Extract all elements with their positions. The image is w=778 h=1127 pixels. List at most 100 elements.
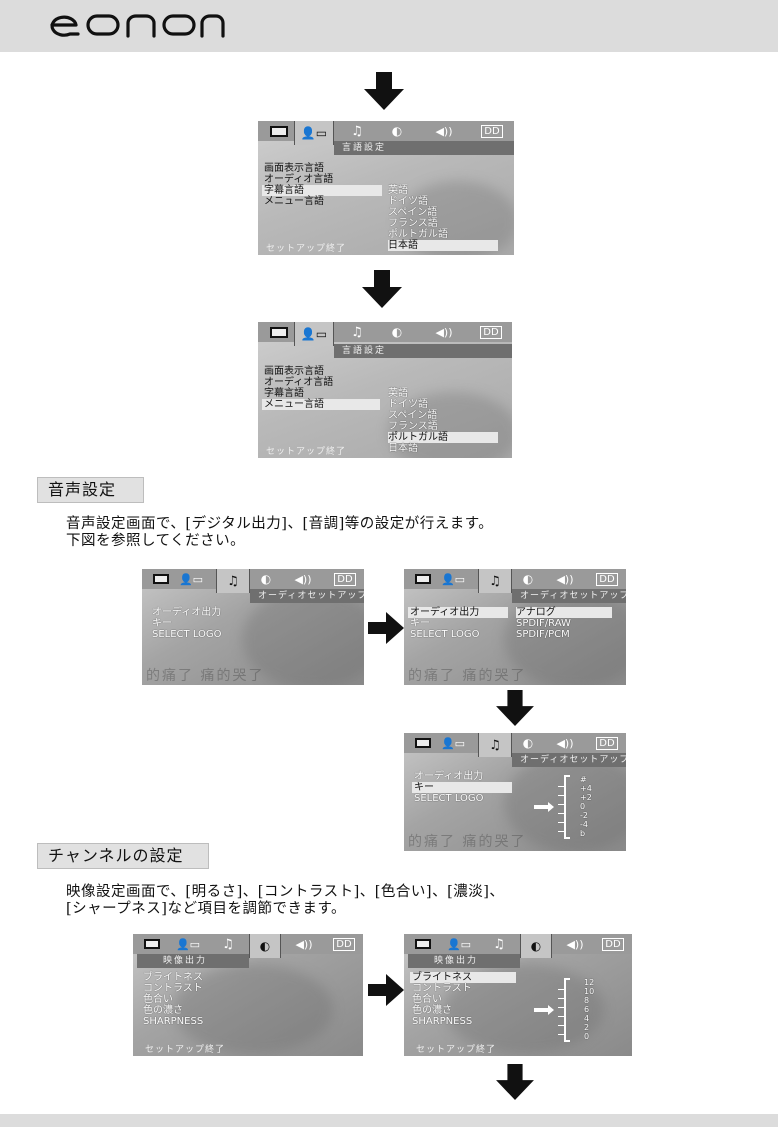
section-heading-audio: 音声設定	[37, 477, 144, 503]
music-icon: ♫	[351, 324, 363, 340]
music-icon: ♫	[478, 733, 512, 757]
scale-label: -2	[580, 811, 588, 820]
disc-icon: ◐	[391, 124, 403, 138]
menu-item-menu-language[interactable]: メニュー言語	[262, 399, 380, 410]
menu-item-key[interactable]: キー	[152, 618, 172, 629]
menu-item-audio-language[interactable]: オーディオ言語	[264, 377, 334, 388]
people-icon: 👤▭	[294, 322, 334, 346]
option-japanese[interactable]: 日本語	[388, 240, 498, 251]
option-portuguese[interactable]: ポルトガル語	[388, 432, 498, 443]
screen-title: オーディオセットアップ	[250, 589, 364, 603]
video-description-line1: 映像設定画面で、[明るさ]、[コントラスト]、[色合い]、[濃淡]、	[66, 884, 505, 900]
setup-exit[interactable]: セットアップ終了	[266, 447, 347, 457]
option-french[interactable]: フランス語	[388, 421, 438, 432]
menu-item-audio-output[interactable]: オーディオ出力	[408, 607, 508, 618]
option-analog[interactable]: アナログ	[516, 607, 612, 618]
people-icon: 👤▭	[175, 937, 201, 951]
screen-title: 言語設定	[334, 344, 512, 358]
menu-item-subtitle-language[interactable]: 字幕言語	[264, 388, 304, 399]
menu-item-sharpness[interactable]: SHARPNESS	[143, 1016, 204, 1027]
option-portuguese[interactable]: ポルトガル語	[388, 229, 448, 240]
menu-item-contrast[interactable]: コントラスト	[143, 983, 203, 994]
key-slider[interactable]	[558, 775, 570, 839]
menu-item-display-language[interactable]: 画面表示言語	[264, 366, 324, 377]
setup-exit[interactable]: セットアップ終了	[145, 1045, 226, 1055]
video-screen-brightness: 👤▭ ♫ ◐ ◀)) DD 映像出力 ブライトネス コントラスト 色合い 色の濃…	[404, 934, 632, 1056]
language-options: 英語 ドイツ語 スペイン語 フランス語 ポルトガル語 日本語	[388, 388, 498, 454]
laptop-icon	[410, 936, 436, 952]
header-band	[0, 0, 778, 52]
tab-bar	[404, 733, 626, 753]
scale-label: 10	[584, 987, 595, 996]
down-arrow-icon	[496, 690, 534, 726]
people-icon: 👤▭	[178, 572, 204, 586]
screen-title: 映像出力	[137, 954, 249, 968]
laptop-icon	[139, 936, 165, 952]
menu-item-sharpness[interactable]: SHARPNESS	[412, 1016, 473, 1027]
menu-item-select-logo[interactable]: SELECT LOGO	[152, 629, 222, 640]
music-icon: ♫	[478, 569, 512, 593]
menu-item-saturation[interactable]: 色の濃さ	[143, 1005, 183, 1016]
down-arrow-icon	[362, 270, 402, 308]
option-spanish[interactable]: スペイン語	[388, 207, 438, 218]
slider-pointer-icon	[534, 802, 554, 812]
laptop-icon	[148, 571, 174, 587]
scale-label: +2	[580, 793, 592, 802]
people-icon: 👤▭	[440, 572, 466, 586]
dolby-icon: DD	[327, 936, 361, 952]
menu-item-audio-output[interactable]: オーディオ出力	[152, 607, 222, 618]
menu-item-hue[interactable]: 色合い	[412, 994, 442, 1005]
option-french[interactable]: フランス語	[388, 218, 438, 229]
option-german[interactable]: ドイツ語	[388, 196, 428, 207]
option-japanese[interactable]: 日本語	[388, 443, 418, 454]
brightness-slider[interactable]	[558, 978, 570, 1042]
tab-bar	[404, 934, 632, 954]
option-spdif-pcm[interactable]: SPDIF/PCM	[516, 629, 570, 640]
menu-item-menu-language[interactable]: メニュー言語	[264, 196, 324, 207]
menu-item-brightness[interactable]: ブライトネス	[410, 972, 516, 983]
dolby-icon: DD	[596, 936, 630, 952]
disc-icon: ◐	[522, 736, 534, 750]
scale-label: 0	[580, 802, 586, 811]
menu-item-saturation[interactable]: 色の濃さ	[412, 1005, 452, 1016]
menu-item-contrast[interactable]: コントラスト	[412, 983, 472, 994]
menu-item-display-language[interactable]: 画面表示言語	[264, 163, 324, 174]
menu-item-select-logo[interactable]: SELECT LOGO	[410, 629, 480, 640]
menu-item-key[interactable]: キー	[412, 782, 512, 793]
scale-label: -4	[580, 820, 588, 829]
tab-bar	[133, 934, 363, 954]
menu-item-hue[interactable]: 色合い	[143, 994, 173, 1005]
disc-icon: ◐	[522, 572, 534, 586]
laptop-icon	[264, 324, 294, 340]
language-options: 英語 ドイツ語 スペイン語 フランス語 ポルトガル語 日本語	[388, 185, 498, 251]
scale-label: 8	[584, 996, 590, 1005]
option-german[interactable]: ドイツ語	[388, 399, 428, 410]
setup-exit[interactable]: セットアップ終了	[416, 1045, 497, 1055]
speaker-icon: ◀))	[435, 124, 453, 138]
dolby-icon: DD	[588, 735, 626, 751]
option-english[interactable]: 英語	[388, 185, 408, 196]
menu-item-audio-output[interactable]: オーディオ出力	[414, 771, 484, 782]
scale-label: 0	[584, 1032, 590, 1041]
menu-item-key[interactable]: キー	[410, 618, 430, 629]
option-spdif-raw[interactable]: SPDIF/RAW	[516, 618, 571, 629]
menu-item-subtitle-language[interactable]: 字幕言語	[262, 185, 382, 196]
menu-item-brightness[interactable]: ブライトネス	[143, 972, 203, 983]
video-menu: ブライトネス コントラスト 色合い 色の濃さ SHARPNESS	[141, 972, 203, 1027]
scale-label: 2	[584, 1023, 590, 1032]
disc-icon: ◐	[520, 934, 552, 958]
setup-exit[interactable]: セットアップ終了	[266, 244, 347, 254]
scale-label: 12	[584, 978, 595, 987]
brightness-scale: 12 10 8 6 4 2 0	[584, 978, 594, 1041]
menu-item-audio-language[interactable]: オーディオ言語	[264, 174, 334, 185]
audio-screen-main: 👤▭ ♫ ◐ ◀)) DD オーディオセットアップ オーディオ出力 キー SEL…	[142, 569, 364, 685]
settings-menu: 画面表示言語 オーディオ言語 字幕言語 メニュー言語	[262, 163, 382, 207]
scale-label: +4	[580, 784, 592, 793]
disc-icon: ◐	[260, 572, 272, 586]
right-arrow-icon	[368, 974, 404, 1006]
speaker-icon: ◀))	[295, 937, 313, 951]
lang-screen-menu: 👤▭ ♫ ◐ ◀)) DD 言語設定 画面表示言語 オーディオ言語 字幕言語 メ…	[258, 322, 512, 458]
option-english[interactable]: 英語	[388, 388, 408, 399]
option-spanish[interactable]: スペイン語	[388, 410, 438, 421]
menu-item-select-logo[interactable]: SELECT LOGO	[414, 793, 484, 804]
